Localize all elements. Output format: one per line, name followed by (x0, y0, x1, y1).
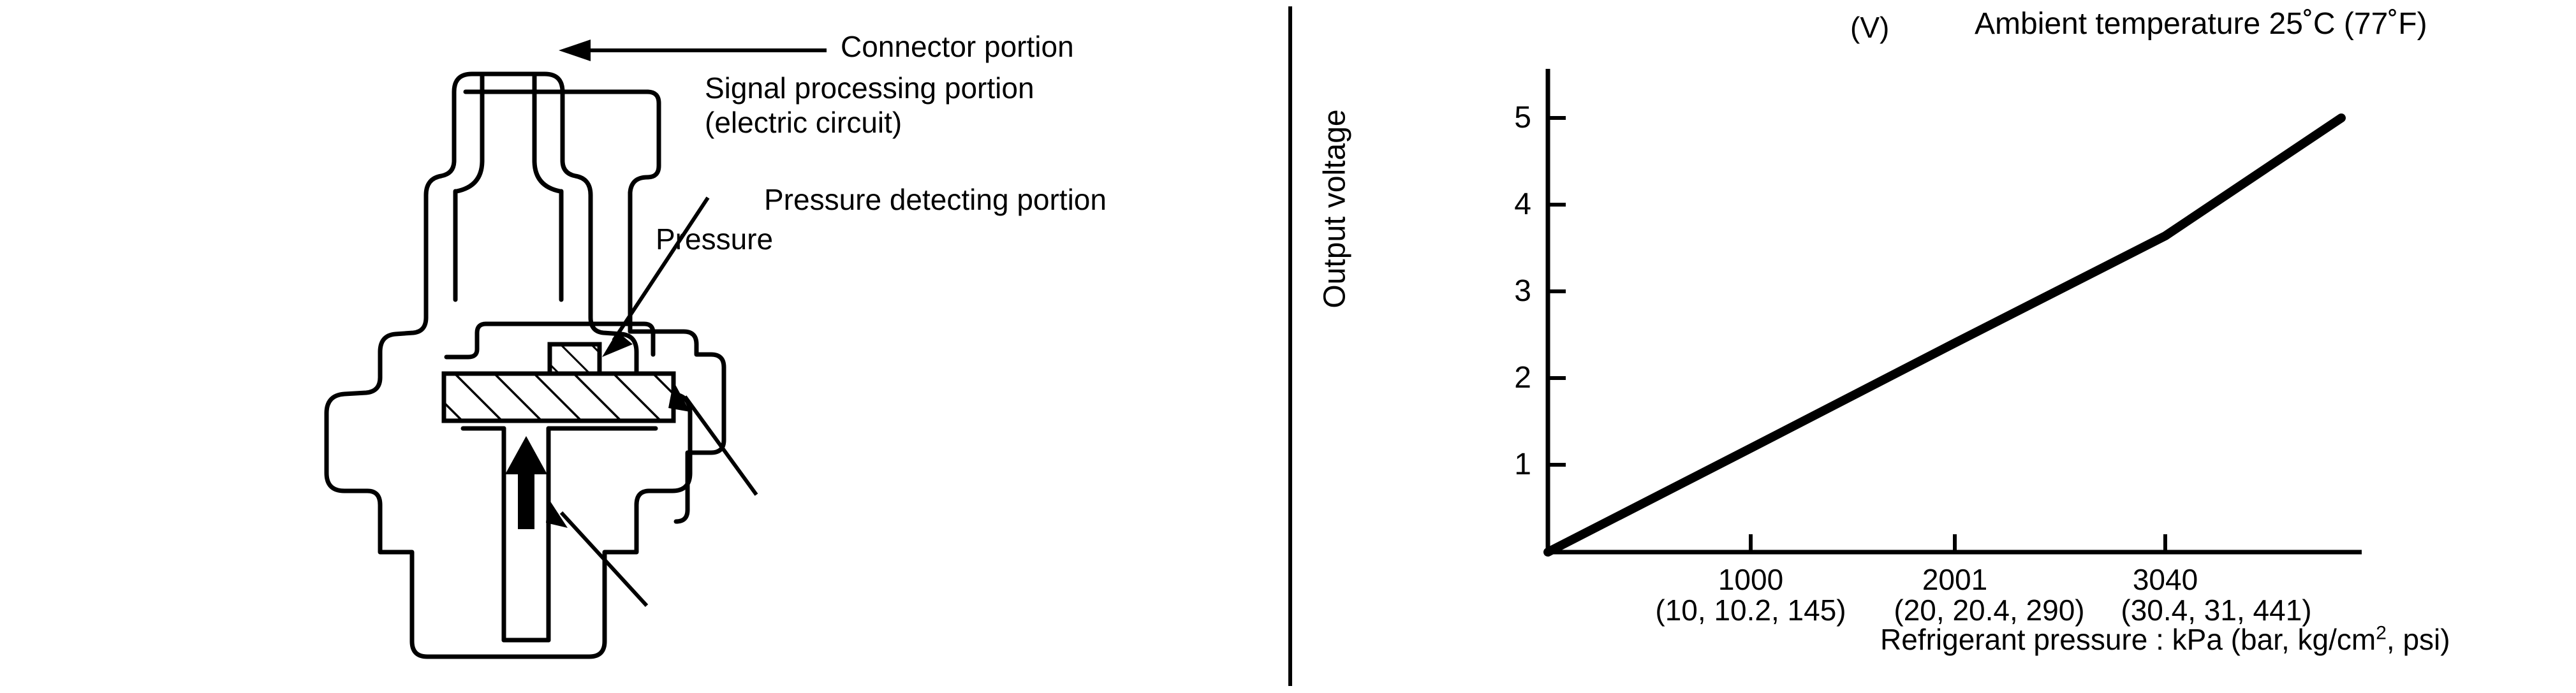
connector-inner-outline-right (532, 71, 563, 194)
signal-processing-block (547, 342, 602, 377)
leader-signal-processing-arrowhead (602, 332, 633, 357)
y-tick-label-5: 5 (1514, 101, 1531, 135)
x-axis-caption: Refrigerant pressure : kPa (bar, kg/cm2,… (1880, 622, 2450, 657)
sensor-body-outline (324, 71, 693, 659)
x-tick-label-2001: 2001 (1922, 563, 1988, 596)
inner-cavity-left (444, 321, 489, 360)
leader-pressure (559, 511, 649, 608)
leader-pressure-arrowhead (546, 499, 568, 528)
x-tick-sublabel-1000: (10, 10.2, 145) (1655, 594, 1846, 627)
output-characteristic-chart-panel: (V) Ambient temperature 25˚C (77˚F) Outp… (1290, 0, 2576, 693)
y-axis-title: Output voltage (1318, 109, 1352, 309)
series-output-voltage (1543, 113, 2346, 557)
x-axis-caption-suffix: , psi) (2386, 623, 2450, 656)
connector-inner-outline (454, 71, 485, 194)
label-signal-processing-line2: (electric circuit) (705, 106, 902, 140)
pressure-arrow-icon (505, 436, 547, 529)
sensor-drawing (324, 40, 827, 659)
chart-title: Ambient temperature 25˚C (77˚F) (1975, 7, 2427, 41)
label-pressure: Pressure (656, 222, 774, 256)
pressure-detecting-block (441, 371, 676, 423)
inner-cavity-outline (483, 321, 656, 357)
y-tick-label-2: 2 (1514, 361, 1531, 395)
x-tick-sublabel-3040: (30.4, 31, 441) (2121, 594, 2312, 627)
panel-divider (1288, 6, 1292, 686)
label-connector-portion: Connector portion (841, 30, 1074, 63)
y-tick-label-3: 3 (1514, 274, 1531, 308)
leader-signal-processing (612, 196, 710, 342)
sensor-outer-body (463, 89, 726, 524)
leader-pressure-detecting (683, 395, 758, 496)
x-axis-caption-superscript: 2 (2376, 622, 2387, 644)
x-tick-sublabel-2001: (20, 20.4, 290) (1894, 594, 2085, 627)
x-axis-caption-prefix: Refrigerant pressure : kPa (bar, kg/cm (1880, 623, 2376, 656)
label-signal-processing-portion: Signal processing portion (electric circ… (705, 71, 1034, 140)
x-tick-label-3040: 3040 (2132, 563, 2198, 596)
label-signal-processing-line1: Signal processing portion (705, 71, 1034, 105)
y-tick-label-4: 4 (1514, 187, 1531, 221)
sensor-cross-section-panel: Connector portion Signal processing port… (324, 30, 1107, 659)
chart-plot-area (1543, 69, 2362, 557)
leader-pressure-detecting-arrowhead (668, 381, 690, 412)
y-tick-label-1: 1 (1514, 448, 1531, 481)
x-tick-label-1000: 1000 (1718, 563, 1784, 596)
leader-connector-arrowhead (559, 40, 591, 61)
label-pressure-detecting-portion: Pressure detecting portion (764, 183, 1107, 216)
y-axis-unit: (V) (1850, 11, 1890, 44)
